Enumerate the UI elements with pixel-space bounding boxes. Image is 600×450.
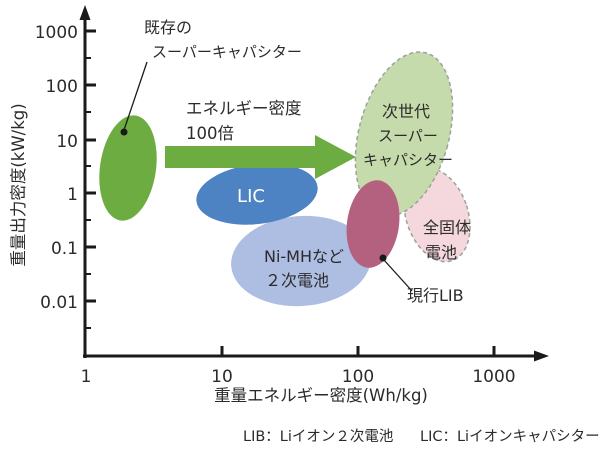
x-tick-10: 10 [211,367,233,387]
existing-supercap-label-line2: スーパーキャパシター [152,43,302,61]
x-axis-major-ticks [220,346,496,356]
chart-regions [99,51,471,307]
next-gen-label-line1: 次世代 [382,102,430,121]
y-tick-labels: 1000 100 10 1 0.1 0.01 [35,23,78,313]
existing-supercap-label-line1: 既存の [144,18,192,37]
arrow-label-line2: 100倍 [186,124,234,143]
y-tick-0-1: 0.1 [51,239,78,259]
y-axis-minor-ticks [85,57,91,329]
lic-region-label: LIC [237,186,265,207]
x-tick-1: 1 [81,367,92,387]
nimh-label-line1: Ni-MHなど [264,247,344,266]
y-tick-100: 100 [46,77,78,97]
nimh-label-line2: ２次電池 [265,271,329,290]
y-tick-1: 1 [67,185,78,205]
x-axis-title: 重量エネルギー密度(Wh/kg) [214,386,428,405]
existing-supercap-callout-line [123,61,148,131]
y-tick-10: 10 [56,132,78,152]
footnote-lib: LIB：Liイオン２次電池 [243,428,393,445]
y-axis-title: 重量出力密度(kW/kg) [9,103,28,266]
region-next-gen-supercapacitor [354,51,454,217]
x-axis-arrowhead [534,350,549,362]
region-existing-supercapacitor [99,115,157,221]
arrow-label-line1: エネルギー密度 [186,99,302,118]
footnotes: LIB：Liイオン２次電池 LIC：Liイオンキャパシター [243,428,600,445]
x-tick-labels: 1 10 100 1000 [81,367,516,387]
current-lib-callout-line [383,259,413,292]
y-axis-major-ticks [85,29,96,303]
y-tick-1000: 1000 [35,23,78,43]
next-gen-label-line3: キャパシター [363,151,453,169]
energy-density-arrow [165,135,356,179]
solid-state-label-line1: 全固体 [423,218,471,237]
footnote-lic: LIC：Liイオンキャパシター [420,428,600,445]
annotation-labels: 既存の スーパーキャパシター エネルギー密度 100倍 LIC Ni-MHなど … [144,18,471,305]
callouts [120,61,413,292]
x-tick-1000: 1000 [472,367,515,387]
solid-state-label-line2: 電池 [425,243,457,262]
y-tick-0-01: 0.01 [40,293,78,313]
current-lib-callout-dot [379,254,387,262]
next-gen-label-line2: スーパー [378,127,438,145]
region-current-lib [346,180,400,268]
existing-supercap-callout-dot [120,128,128,136]
x-tick-100: 100 [342,367,374,387]
current-lib-label: 現行LIB [407,286,464,305]
region-nimh-battery [231,215,371,307]
region-lic [196,163,318,225]
y-axis-arrowhead [79,5,91,20]
